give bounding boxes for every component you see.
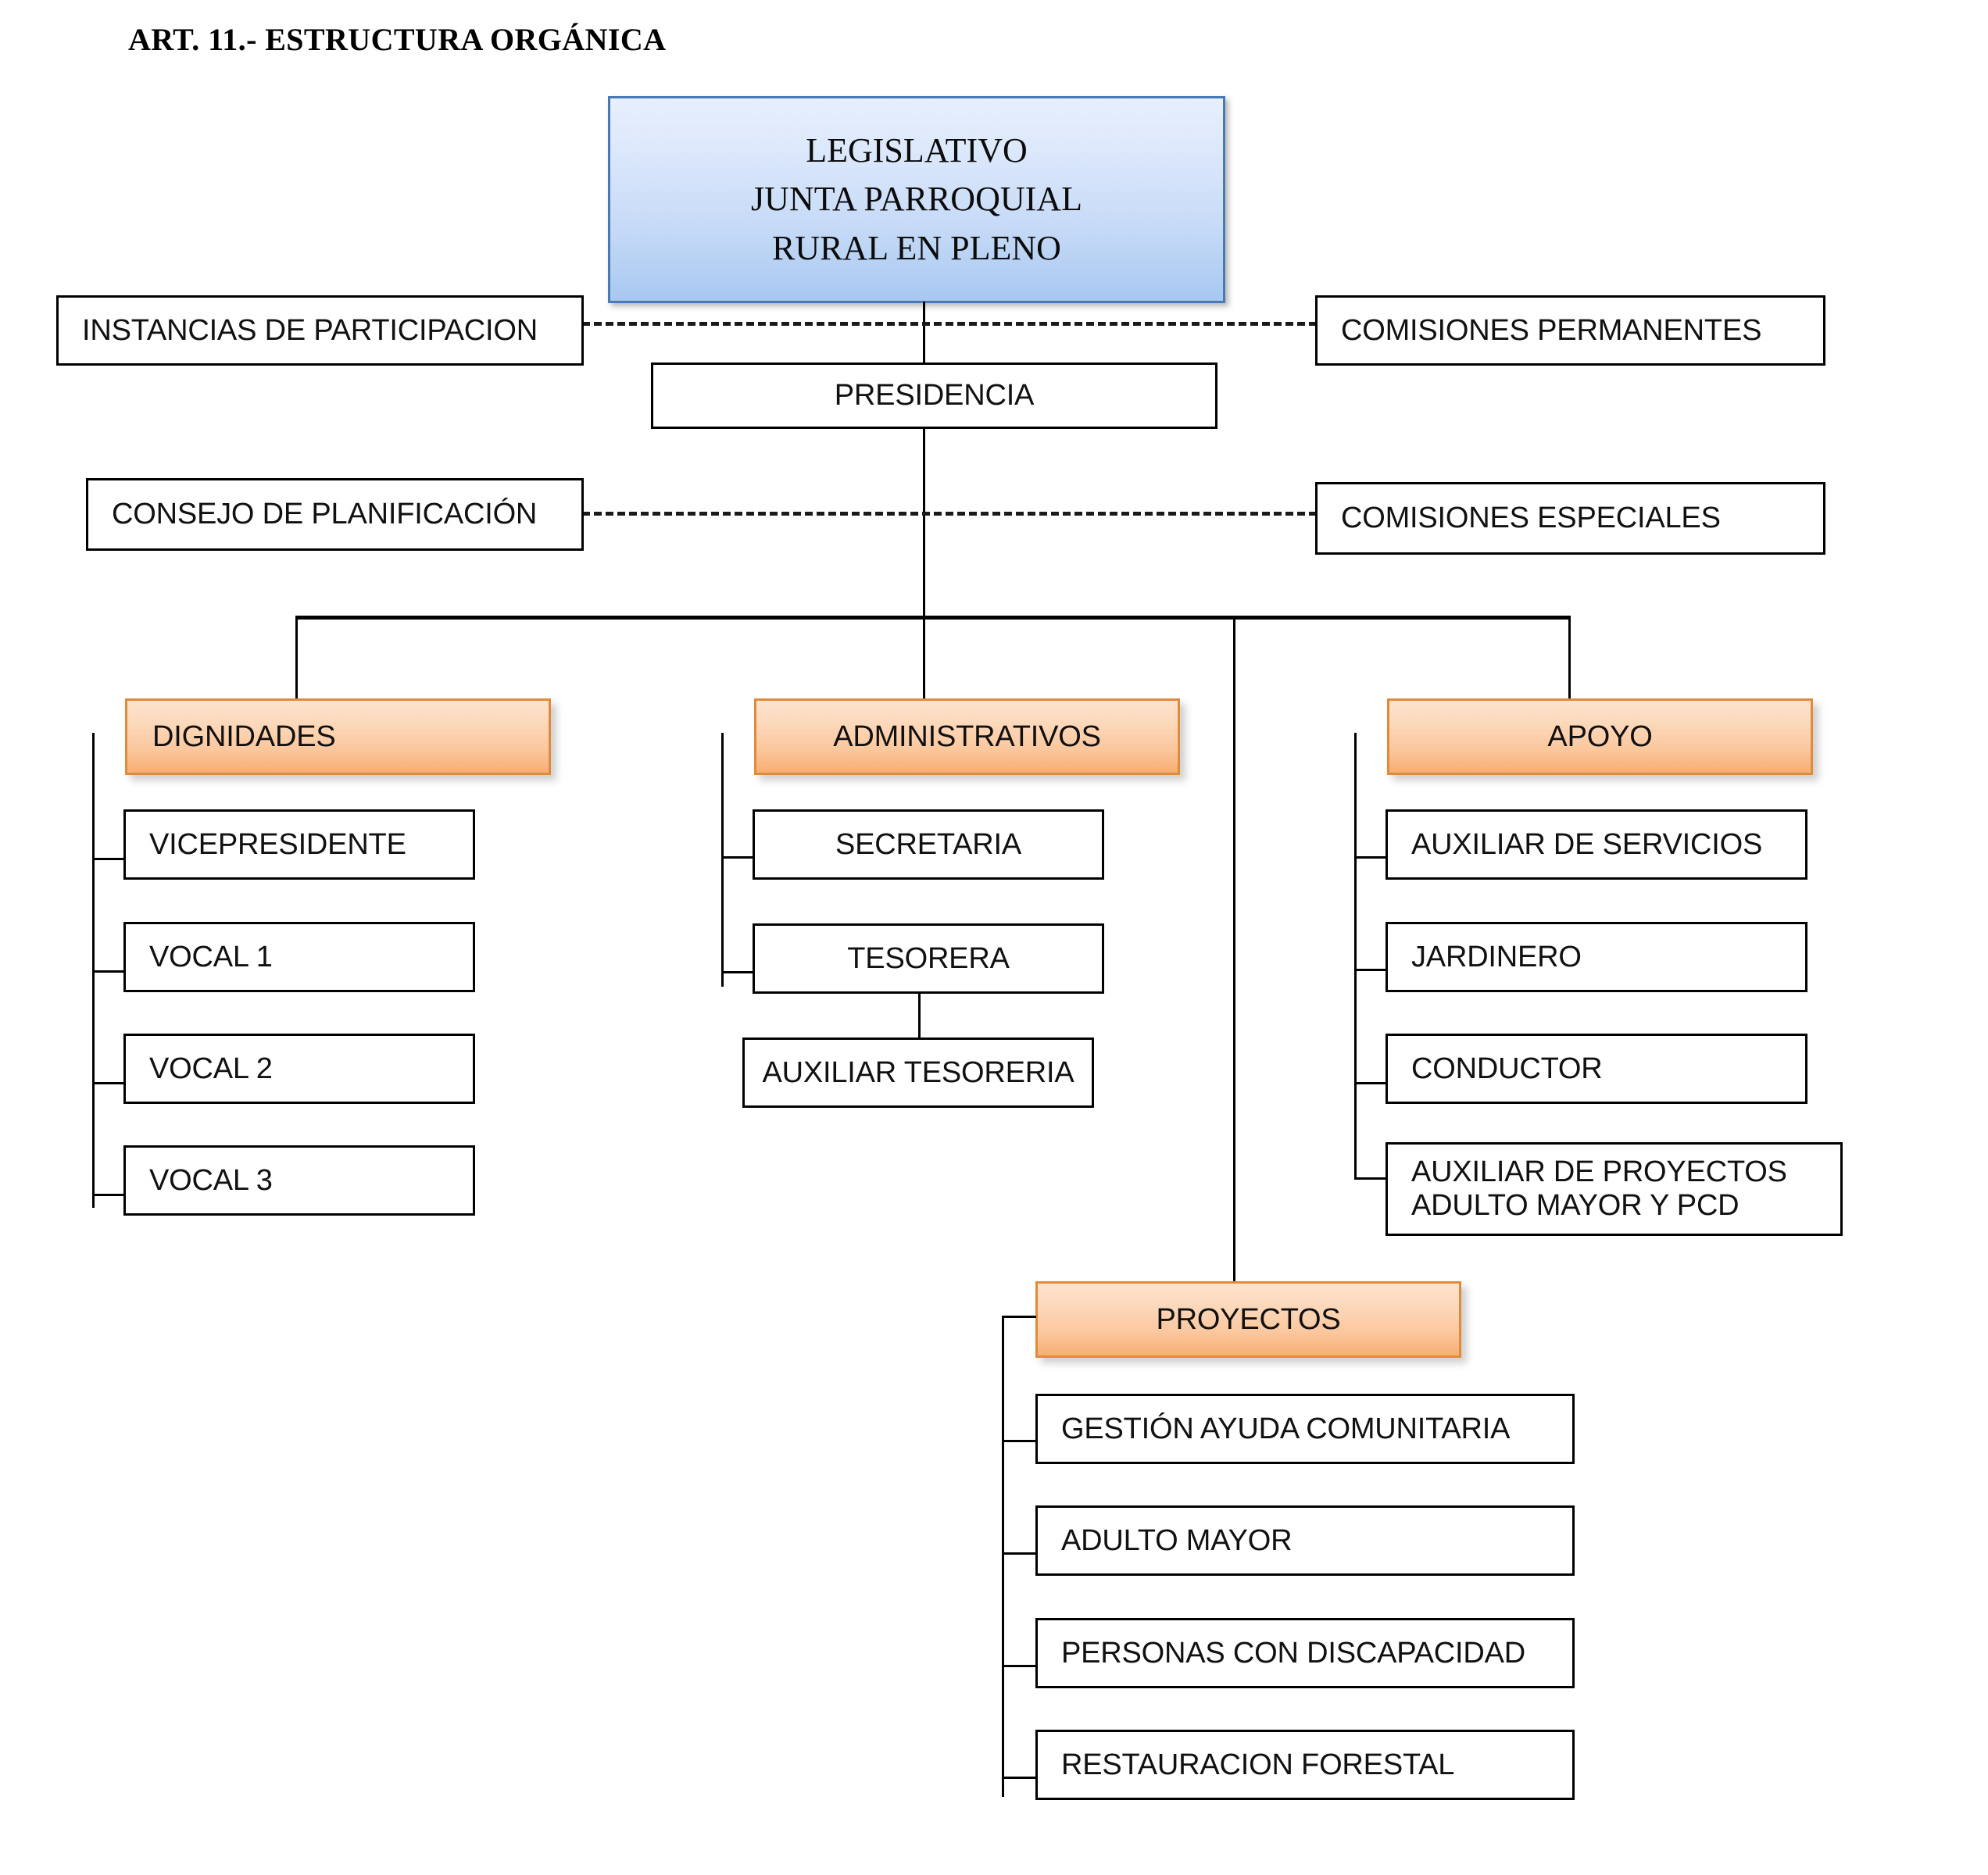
dashed-link-consejo-comisiones bbox=[582, 512, 1317, 516]
node-legislativo-line3: RURAL EN PLENO bbox=[772, 228, 1061, 267]
node-instancias-participacion[interactable]: INSTANCIAS DE PARTICIPACION bbox=[56, 295, 584, 366]
node-presidencia[interactable]: PRESIDENCIA bbox=[651, 362, 1217, 429]
node-auxiliar-proyectos-adulto-mayor-pcd[interactable]: AUXILIAR DE PROYECTOS ADULTO MAYOR Y PCD bbox=[1386, 1142, 1843, 1236]
group-header-dignidades[interactable]: DIGNIDADES bbox=[125, 698, 551, 775]
connector-dignidades-stub-2 bbox=[92, 970, 125, 973]
group-header-administrativos[interactable]: ADMINISTRATIVOS bbox=[754, 698, 1180, 775]
node-personas-con-discapacidad[interactable]: PERSONAS CON DISCAPACIDAD bbox=[1035, 1618, 1575, 1688]
node-auxiliar-servicios[interactable]: AUXILIAR DE SERVICIOS bbox=[1386, 809, 1807, 880]
connector-apoyo-spine bbox=[1354, 733, 1357, 1180]
connector-dignidades-stub-1 bbox=[92, 858, 125, 860]
connector-bus-to-administrativos bbox=[923, 616, 925, 702]
node-gestion-ayuda-comunitaria[interactable]: GESTIÓN AYUDA COMUNITARIA bbox=[1035, 1394, 1575, 1464]
node-comisiones-permanentes[interactable]: COMISIONES PERMANENTES bbox=[1315, 295, 1825, 366]
connector-tesorera-to-auxiliar bbox=[918, 994, 921, 1038]
connector-bus-to-apoyo bbox=[1568, 616, 1571, 702]
node-legislativo[interactable]: LEGISLATIVO JUNTA PARROQUIAL RURAL EN PL… bbox=[608, 96, 1225, 303]
node-vocal-1[interactable]: VOCAL 1 bbox=[123, 922, 475, 992]
node-vicepresidente[interactable]: VICEPRESIDENTE bbox=[123, 809, 475, 880]
connector-apoyo-stub-3 bbox=[1354, 1082, 1387, 1084]
node-legislativo-line2: JUNTA PARROQUIAL bbox=[751, 180, 1082, 219]
group-header-proyectos[interactable]: PROYECTOS bbox=[1035, 1281, 1461, 1358]
page-title: ART. 11.- ESTRUCTURA ORGÁNICA bbox=[128, 22, 667, 57]
dashed-link-instancias-comisiones bbox=[582, 322, 1317, 326]
connector-proyectos-spine bbox=[1002, 1316, 1004, 1797]
connector-proyectos-stub-4 bbox=[1002, 1777, 1036, 1779]
connector-proyectos-stub-2 bbox=[1002, 1552, 1036, 1555]
node-comisiones-especiales[interactable]: COMISIONES ESPECIALES bbox=[1315, 482, 1825, 555]
connector-proyectos-stub-1 bbox=[1002, 1440, 1036, 1442]
connector-administrativos-spine bbox=[721, 733, 724, 987]
node-auxiliar-proyectos-line2: ADULTO MAYOR Y PCD bbox=[1411, 1189, 1740, 1222]
connector-proyectos-stub-3 bbox=[1002, 1665, 1036, 1667]
connector-proyectos-stub-0 bbox=[1002, 1316, 1036, 1318]
node-restauracion-forestal[interactable]: RESTAURACION FORESTAL bbox=[1035, 1730, 1575, 1800]
node-secretaria[interactable]: SECRETARIA bbox=[753, 809, 1104, 880]
connector-administrativos-stub-1 bbox=[721, 856, 754, 859]
connector-administrativos-stub-2 bbox=[721, 971, 754, 973]
connector-bus-to-proyectos bbox=[1233, 616, 1235, 1281]
node-vocal-2[interactable]: VOCAL 2 bbox=[123, 1034, 475, 1104]
connector-apoyo-stub-1 bbox=[1354, 856, 1387, 859]
group-header-apoyo[interactable]: APOYO bbox=[1387, 698, 1813, 775]
connector-apoyo-stub-4 bbox=[1354, 1177, 1387, 1180]
connector-dignidades-stub-3 bbox=[92, 1082, 125, 1084]
node-auxiliar-proyectos-line1: AUXILIAR DE PROYECTOS bbox=[1411, 1155, 1787, 1189]
node-jardinero[interactable]: JARDINERO bbox=[1386, 922, 1807, 992]
node-conductor[interactable]: CONDUCTOR bbox=[1386, 1034, 1807, 1104]
node-legislativo-line1: LEGISLATIVO bbox=[806, 130, 1028, 170]
connector-bus-to-dignidades bbox=[295, 616, 298, 702]
node-consejo-planificacion[interactable]: CONSEJO DE PLANIFICACIÓN bbox=[86, 478, 584, 551]
connector-legislativo-to-bus bbox=[923, 302, 925, 617]
node-vocal-3[interactable]: VOCAL 3 bbox=[123, 1145, 475, 1216]
node-tesorera[interactable]: TESORERA bbox=[753, 923, 1104, 994]
connector-dignidades-stub-4 bbox=[92, 1194, 125, 1196]
connector-apoyo-stub-2 bbox=[1354, 969, 1387, 971]
node-auxiliar-tesoreria[interactable]: AUXILIAR TESORERIA bbox=[742, 1038, 1094, 1108]
node-adulto-mayor[interactable]: ADULTO MAYOR bbox=[1035, 1505, 1575, 1576]
connector-main-bus bbox=[295, 616, 1571, 620]
